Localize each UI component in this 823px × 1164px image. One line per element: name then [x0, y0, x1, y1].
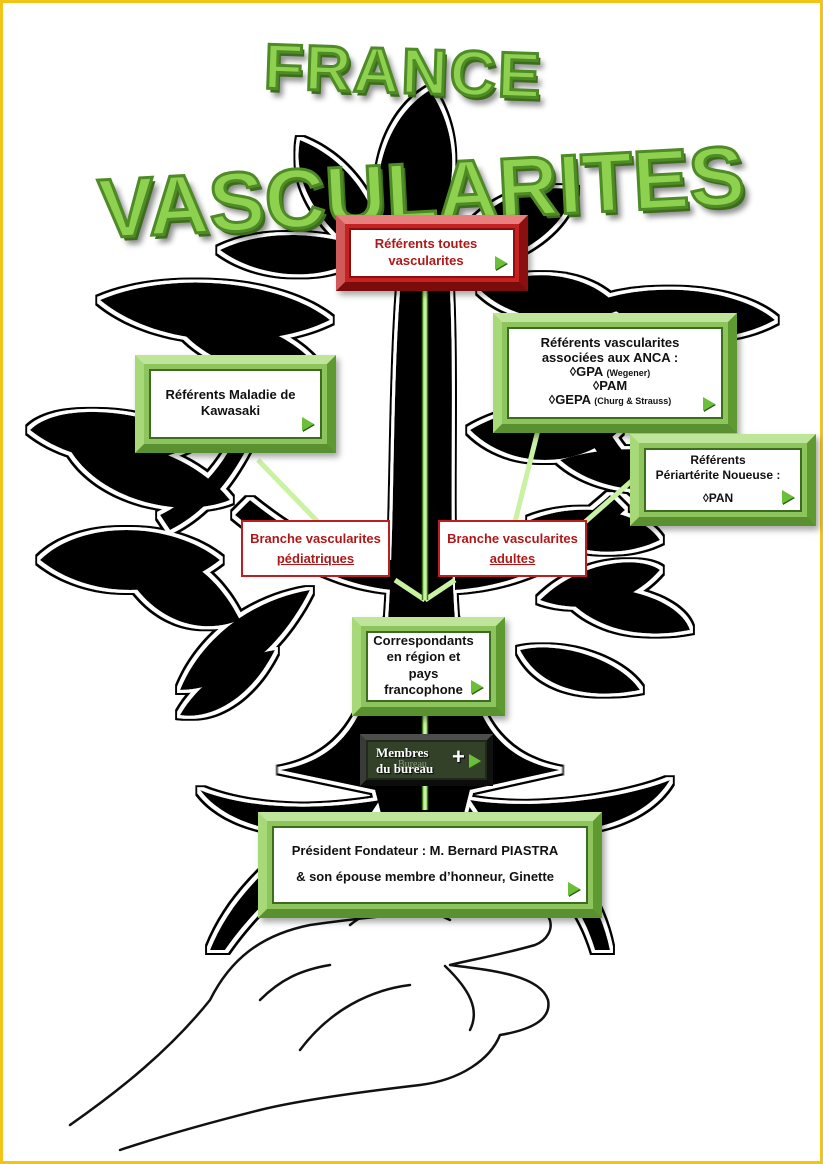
referents-pan-panel: Référents Périartérite Noueuse : ◊PAN	[644, 448, 802, 512]
branch-pediatrique-link[interactable]: pédiatriques	[276, 550, 355, 566]
correspondants-button[interactable]: Correspondants en région et pays francop…	[352, 617, 505, 716]
referents-pan-line2: Périartérite Noueuse :	[655, 467, 781, 482]
correspondants-line2: en région et pays	[386, 649, 461, 681]
play-arrow-icon	[703, 397, 715, 411]
president-line2: & son épouse membre d’honneur, Ginette	[296, 869, 554, 884]
referents-anca-pam: ◊PAM	[592, 378, 628, 394]
play-arrow-icon	[469, 754, 481, 768]
membres-bureau-line2: du bureau	[376, 760, 434, 776]
membres-bureau-button[interactable]: Bureau Membres du bureau +	[360, 734, 493, 786]
referents-anca-gpa: ◊GPA (Wegener)	[569, 363, 651, 379]
branch-adultes-link[interactable]: adultes	[489, 550, 536, 566]
referents-toutes-line2: vascularites	[388, 253, 464, 268]
referents-kawasaki-button[interactable]: Référents Maladie de Kawasaki	[135, 355, 336, 453]
referents-anca-line2: associées aux ANCA :	[541, 349, 679, 365]
hand-icon	[68, 903, 552, 1152]
referents-anca-gepa: ◊GEPA (Churg & Strauss)	[549, 393, 671, 407]
referents-anca-button[interactable]: Référents vascularites associées aux ANC…	[493, 313, 737, 433]
correspondants-panel: Correspondants en région et pays francop…	[366, 631, 491, 702]
referents-toutes-panel: Référents toutes vascularites	[349, 228, 515, 278]
referents-toutes-line1: Référents toutes	[374, 236, 478, 252]
referents-kawasaki-line2: Kawasaki	[200, 403, 261, 418]
referents-kawasaki-panel: Référents Maladie de Kawasaki	[149, 369, 322, 439]
plus-icon: +	[452, 744, 465, 769]
correspondants-line1: Correspondants	[373, 633, 474, 648]
referents-kawasaki-line1: Référents Maladie de	[165, 386, 296, 402]
referents-pan-line1: Référents	[690, 452, 746, 467]
referents-pan-button[interactable]: Référents Périartérite Noueuse : ◊PAN	[630, 434, 816, 526]
membres-bureau-label: Membres du bureau	[376, 745, 433, 776]
referents-toutes-button[interactable]: Référents toutes vascularites	[336, 215, 528, 291]
referents-anca-panel: Référents vascularites associées aux ANC…	[507, 327, 723, 419]
gepa-label: ◊GEPA	[548, 392, 591, 408]
referents-anca-line1: Référents vascularites	[540, 335, 680, 351]
president-fondateur-panel: Président Fondateur : M. Bernard PIASTRA…	[272, 826, 588, 904]
branch-adultes-label: Branche vascularites adultes	[438, 520, 587, 577]
gpa-label: ◊GPA	[569, 363, 603, 379]
play-arrow-icon	[302, 417, 314, 431]
referents-pan-line3: ◊PAN	[702, 490, 734, 505]
play-arrow-icon	[568, 882, 580, 896]
gepa-note: (Churg & Strauss)	[594, 396, 672, 407]
play-arrow-icon	[782, 490, 794, 504]
play-arrow-icon	[471, 680, 483, 694]
branch-pediatrique-label: Branche vascularites pédiatriques	[241, 520, 390, 577]
branch-adultes-line1: Branche vascularites	[447, 531, 578, 546]
title-france: FRANCE	[261, 29, 545, 114]
president-fondateur-button[interactable]: Président Fondateur : M. Bernard PIASTRA…	[258, 812, 602, 918]
president-line1: Président Fondateur : M. Bernard PIASTRA	[291, 843, 559, 858]
play-arrow-icon	[495, 256, 507, 270]
correspondants-line3: francophone	[384, 681, 463, 697]
bureau-ghost-label: Bureau	[398, 759, 427, 770]
gpa-note: (Wegener)	[606, 367, 651, 378]
branch-pediatrique-line1: Branche vascularites	[250, 531, 381, 546]
membres-bureau-panel: Bureau Membres du bureau +	[368, 742, 485, 778]
membres-bureau-line1: Membres	[376, 745, 429, 760]
